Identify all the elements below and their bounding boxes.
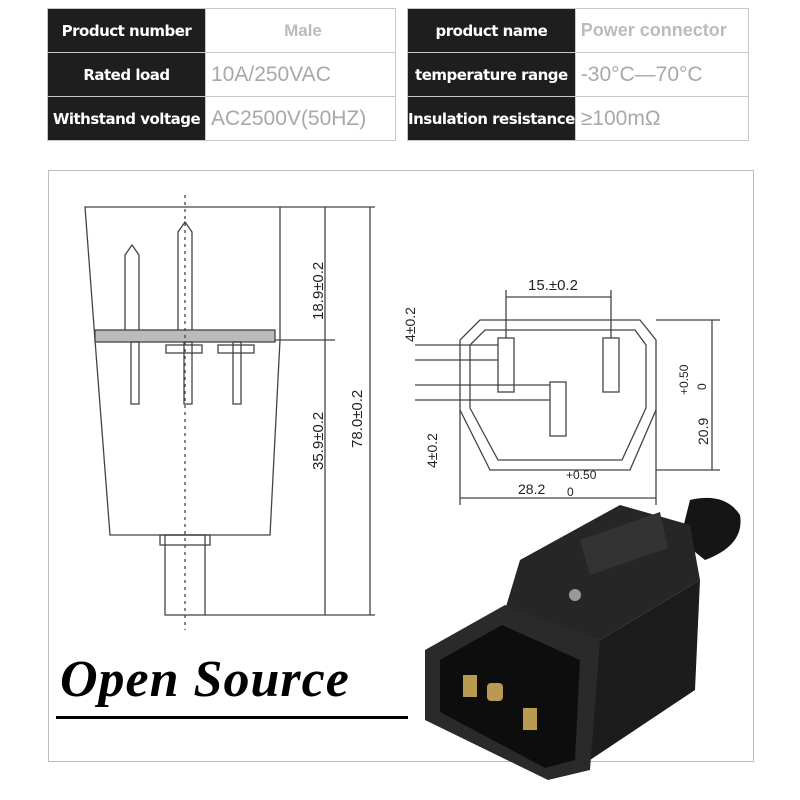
spec-value: AC2500V(50HZ) — [205, 96, 396, 141]
dim-height-label: 20.9 — [695, 418, 711, 445]
spec-row: Insulation resistance≥100mΩ — [407, 96, 750, 141]
dim-top-label: 18.9±0.2 — [310, 262, 327, 320]
spec-label: Rated load — [47, 52, 206, 97]
front-view — [415, 290, 720, 505]
dim-lower-offset-label: 4±0.2 — [424, 433, 440, 468]
dim-width-tol-lower: 0 — [567, 485, 574, 499]
dim-width-tol-upper: +0.50 — [566, 468, 597, 482]
drawing-frame — [48, 170, 754, 762]
side-view — [84, 195, 375, 630]
spec-label: product name — [407, 8, 576, 53]
dim-pin-spacing-label: 15.±0.2 — [528, 277, 578, 294]
dim-width-label: 28.2 — [518, 481, 545, 497]
spec-label: Insulation resistance — [407, 96, 576, 141]
watermark: Open Source — [60, 651, 350, 708]
spec-value: ≥100mΩ — [574, 96, 750, 141]
dim-height-tol-upper: +0.50 — [677, 364, 691, 395]
spec-row: temperature range-30°C—70°C — [407, 52, 750, 97]
spec-label: temperature range — [407, 52, 576, 97]
watermark-underline — [56, 716, 408, 719]
plug-photo — [425, 497, 741, 780]
dim-upper-offset-label: 4±0.2 — [402, 307, 418, 342]
spec-label: Withstand voltage — [47, 96, 206, 141]
dim-middle-label: 35.9±0.2 — [310, 412, 327, 470]
spec-value: Power connector — [574, 8, 750, 53]
dim-height-tol-lower: 0 — [695, 383, 709, 390]
dim-total-label: 78.0±0.2 — [349, 390, 366, 448]
